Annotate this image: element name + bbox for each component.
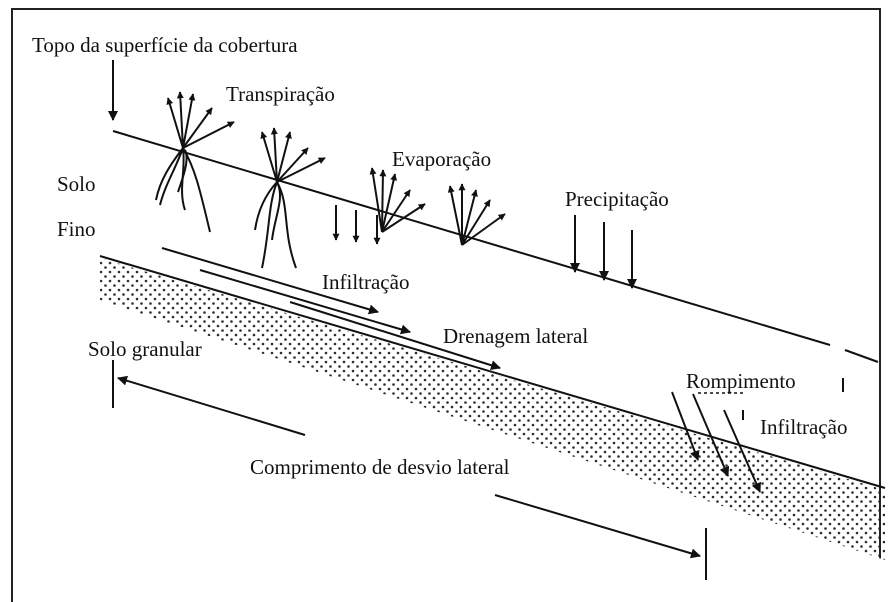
label-transpiration: Transpiração xyxy=(226,82,335,106)
evaporation-arrows-2 xyxy=(450,184,505,245)
label-breakthrough: Rompimento xyxy=(686,369,796,393)
plant-1 xyxy=(156,148,210,232)
plant-2 xyxy=(255,182,296,268)
label-fine-soil-1: Solo xyxy=(57,172,96,196)
transpiration-arrows-1 xyxy=(168,92,234,148)
label-top-surface: Topo da superfície da cobertura xyxy=(32,33,298,57)
label-evaporation: Evaporação xyxy=(392,147,491,171)
label-infiltration-2: Infiltração xyxy=(760,415,847,439)
transpiration-arrows-2 xyxy=(262,128,325,182)
label-diversion-length: Comprimento de desvio lateral xyxy=(250,455,510,479)
precipitation-arrows xyxy=(575,215,632,288)
label-infiltration-1: Infiltração xyxy=(322,270,409,294)
infiltration-down-arrows xyxy=(336,205,377,244)
label-granular-soil: Solo granular xyxy=(88,337,202,361)
label-fine-soil-2: Fino xyxy=(57,217,96,241)
label-lateral-drainage: Drenagem lateral xyxy=(443,324,588,348)
label-precipitation: Precipitação xyxy=(565,187,669,211)
